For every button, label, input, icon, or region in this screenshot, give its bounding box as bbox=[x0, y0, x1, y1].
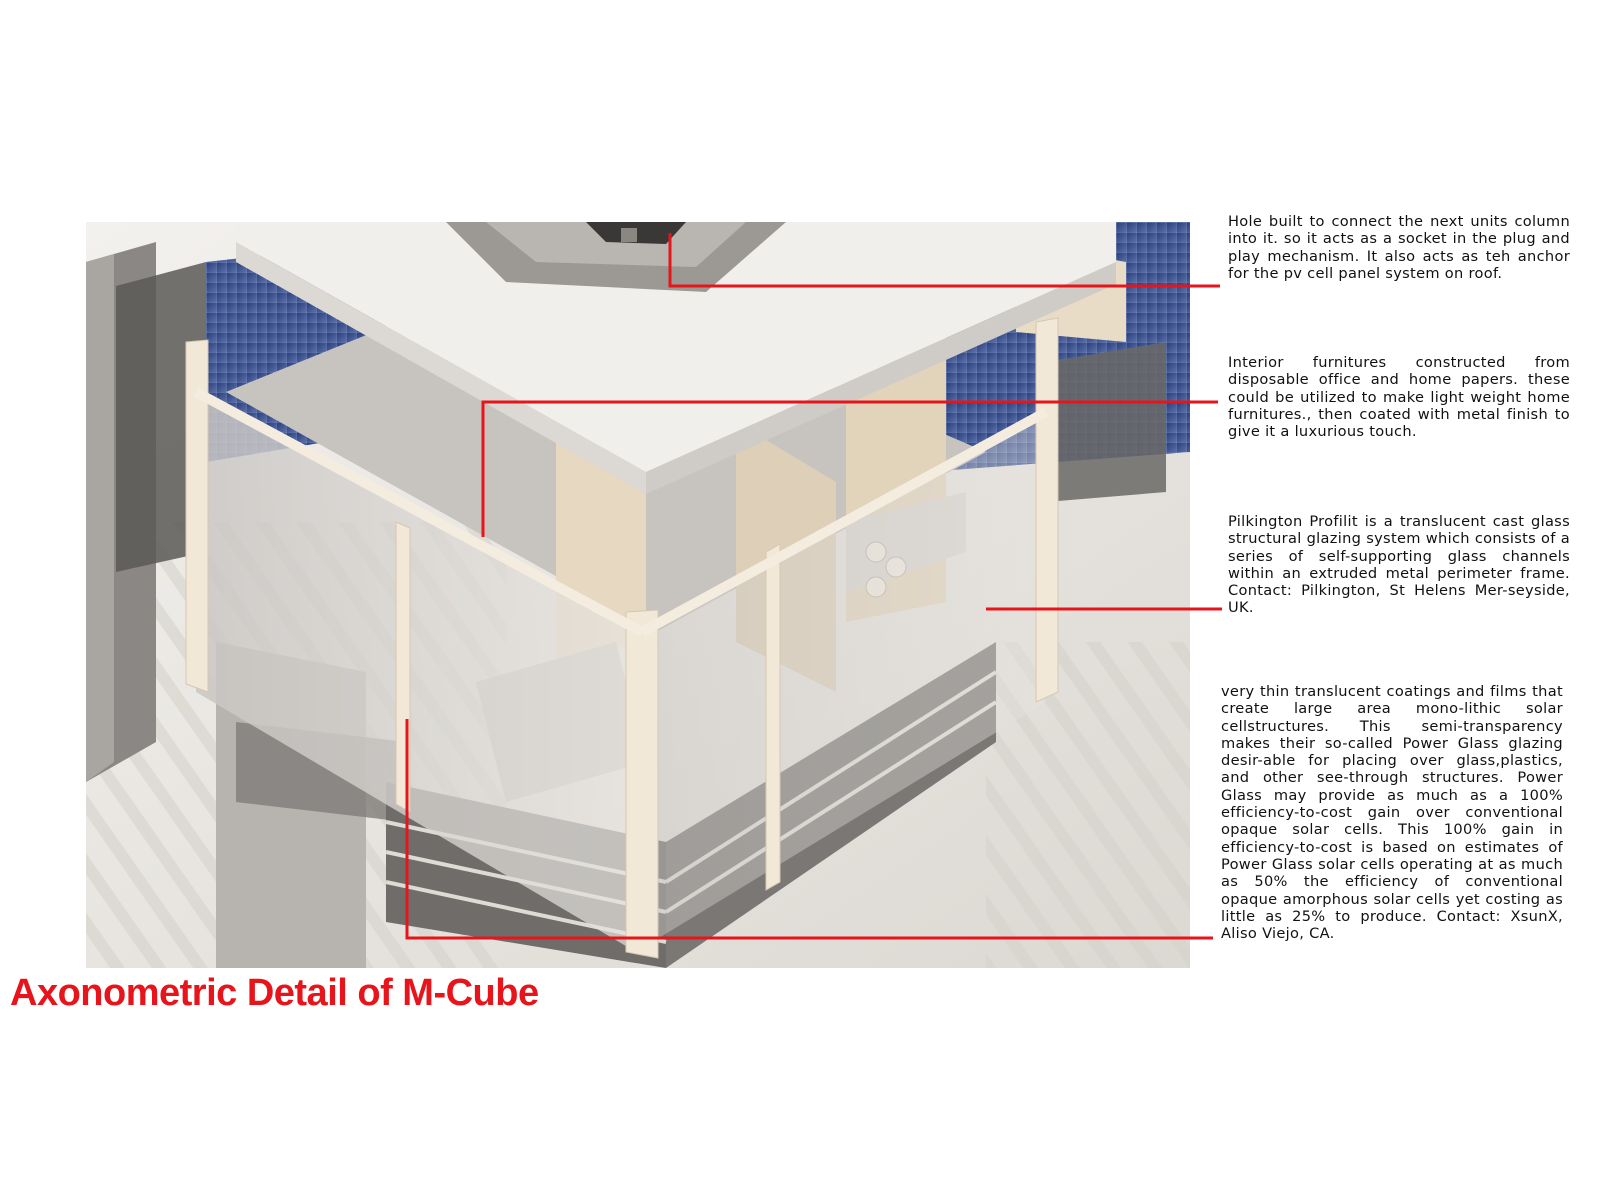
annotation-socket-hole: Hole built to connect the next units col… bbox=[1228, 213, 1570, 282]
axonometric-render bbox=[86, 222, 1190, 968]
annotation-interior-furniture: Interior furnitures constructed from dis… bbox=[1228, 354, 1570, 441]
annotation-pilkington-glazing: Pilkington Profilit is a translucent cas… bbox=[1228, 513, 1570, 617]
diagram-title: Axonometric Detail of M-Cube bbox=[10, 972, 539, 1014]
annotation-power-glass: very thin translucent coatings and films… bbox=[1221, 683, 1563, 943]
m-cube-render-illustration bbox=[86, 222, 1190, 968]
